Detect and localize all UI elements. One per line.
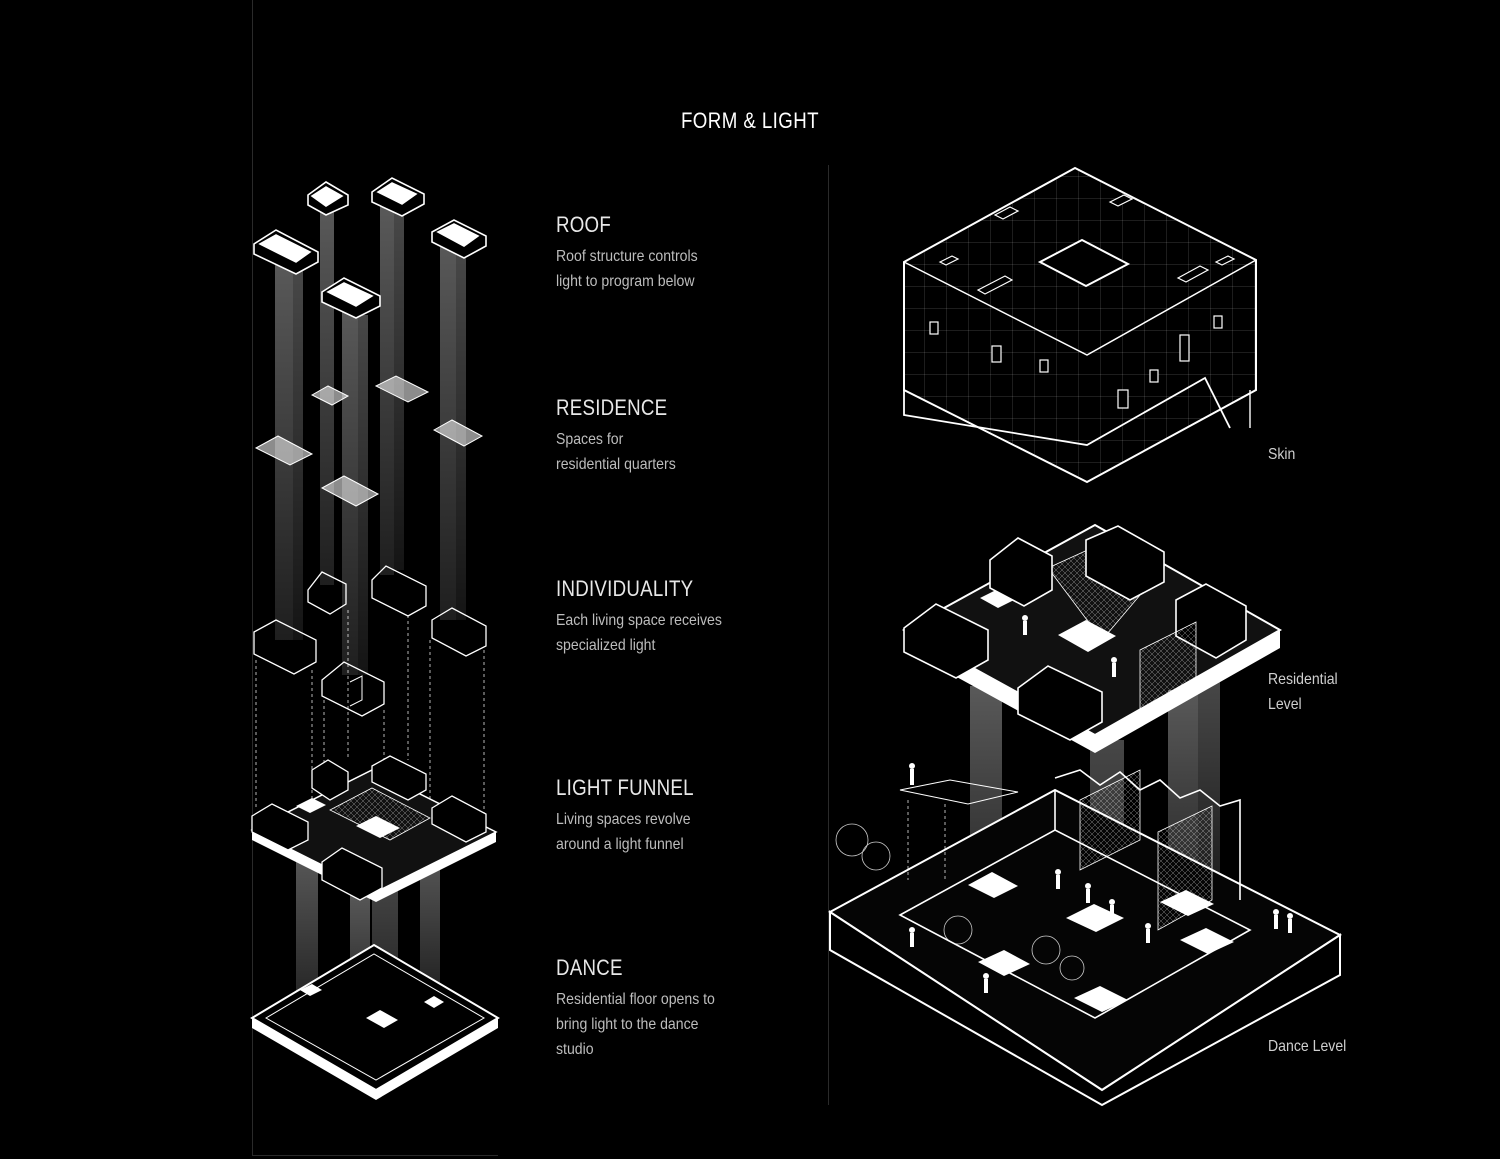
- step-heading: RESIDENCE: [556, 395, 668, 420]
- step-light-funnel: LIGHT FUNNEL Living spaces revolve aroun…: [556, 775, 816, 857]
- step-heading: LIGHT FUNNEL: [556, 775, 694, 800]
- label-residential-level: Residential Level: [1268, 671, 1338, 713]
- step-text: Spaces for residential quarters: [556, 431, 676, 473]
- dance-level-drawing: [828, 390, 1342, 1107]
- step-residence: RESIDENCE Spaces for residential quarter…: [556, 395, 816, 477]
- frame-bottom-line: [252, 1155, 498, 1156]
- divider-line: [828, 165, 829, 1105]
- light-funnel-level: [250, 755, 498, 902]
- step-heading: ROOF: [556, 212, 612, 237]
- step-individuality: INDIVIDUALITY Each living space receives…: [556, 576, 816, 658]
- step-text: Living spaces revolve around a light fun…: [556, 811, 691, 853]
- step-dance: DANCE Residential floor opens to bring l…: [556, 955, 816, 1062]
- step-heading: DANCE: [556, 955, 623, 980]
- step-heading: INDIVIDUALITY: [556, 576, 694, 601]
- step-text: Roof structure controls light to program…: [556, 248, 698, 290]
- label-dance-level: Dance Level: [1268, 1038, 1347, 1055]
- roof-modules: [253, 177, 487, 319]
- house-shells: [253, 565, 487, 717]
- step-roof: ROOF Roof structure controls light to pr…: [556, 212, 816, 294]
- residence-plates: [254, 375, 484, 507]
- dance-level: [250, 943, 500, 1100]
- step-text: Residential floor opens to bring light t…: [556, 991, 715, 1058]
- frame-left-line: [252, 0, 253, 1155]
- label-skin: Skin: [1268, 446, 1296, 463]
- light-beams: [275, 205, 466, 1060]
- skin-box: [903, 166, 1257, 484]
- page-title: FORM & LIGHT: [680, 108, 820, 133]
- step-text: Each living space receives specialized l…: [556, 612, 722, 654]
